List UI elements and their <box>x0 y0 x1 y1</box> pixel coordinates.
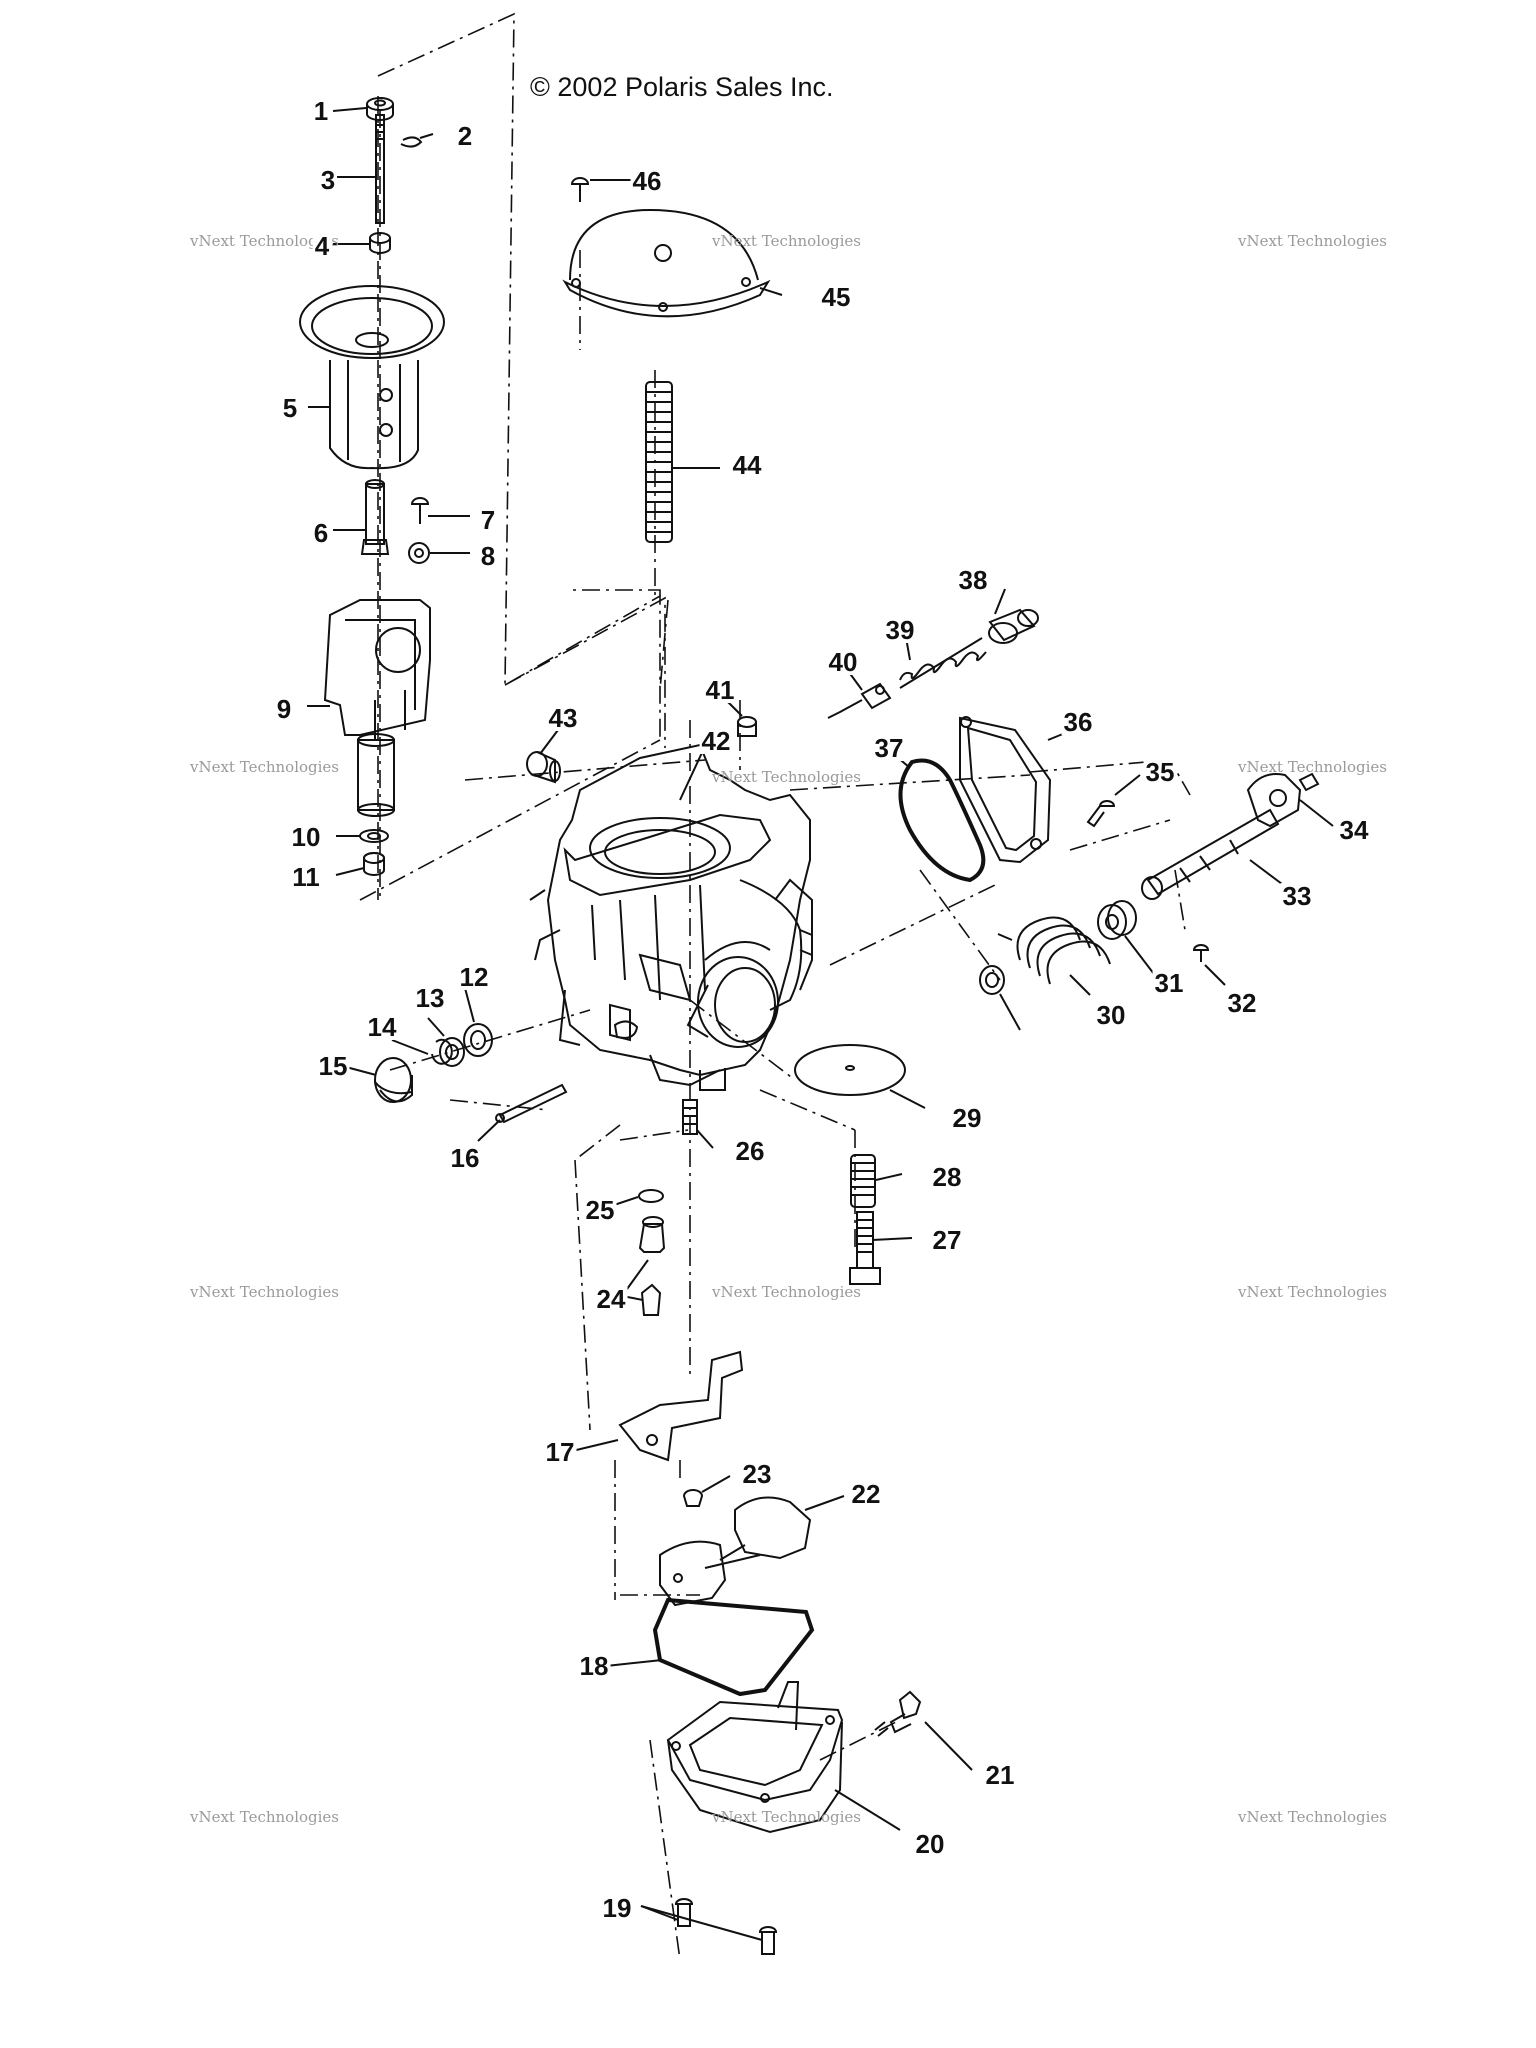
callout-10: 10 <box>289 822 323 852</box>
callout-29: 29 <box>950 1103 984 1133</box>
callout-41: 41 <box>703 675 737 705</box>
callout-38: 38 <box>956 565 990 595</box>
part-40-plunger <box>827 682 892 719</box>
callout-24: 24 <box>594 1284 628 1314</box>
part-26-jet <box>682 1099 698 1135</box>
callout-4: 4 <box>312 231 332 261</box>
part-11-nut <box>363 852 385 876</box>
part-5-diaphragm-piston <box>299 285 445 470</box>
part-25-o-ring <box>638 1189 664 1203</box>
part-39-spring <box>899 637 987 689</box>
callout-13: 13 <box>413 983 447 1013</box>
callout-9: 9 <box>274 694 294 724</box>
part-31-bushing <box>1097 900 1137 940</box>
callout-36: 36 <box>1061 707 1095 737</box>
part-32-screw <box>1192 944 1210 962</box>
part-16-pin <box>495 1083 568 1124</box>
part-3-needle <box>375 114 385 224</box>
callout-35: 35 <box>1143 757 1177 787</box>
callout-25: 25 <box>583 1195 617 1225</box>
part-6-jet-needle-holder <box>360 479 390 555</box>
part-23-screw <box>682 1489 704 1507</box>
part-41-jet <box>737 716 757 737</box>
part-10-washer <box>359 829 389 843</box>
callout-2: 2 <box>455 121 475 151</box>
part-2-clip <box>400 136 423 148</box>
callout-31: 31 <box>1152 968 1186 998</box>
copyright-notice: © 2002 Polaris Sales Inc. <box>530 72 834 102</box>
callout-28: 28 <box>930 1162 964 1192</box>
alignment-lines <box>359 12 1191 1961</box>
callout-12-left: 12 <box>457 962 491 992</box>
callout-11: 11 <box>290 862 322 892</box>
part-28-spring <box>850 1154 876 1208</box>
part-29-diaphragm <box>794 1044 906 1096</box>
callout-34: 34 <box>1337 815 1371 845</box>
callout-14: 14 <box>365 1012 399 1042</box>
part-44-spring <box>645 381 673 543</box>
callout-26: 26 <box>733 1136 767 1166</box>
callout-16: 16 <box>448 1143 482 1173</box>
part-14-clip <box>431 1038 453 1065</box>
callout-21: 21 <box>983 1760 1017 1790</box>
callout-46: 46 <box>630 166 664 196</box>
part-36-cover <box>959 716 1052 864</box>
part-1-cap <box>366 97 394 121</box>
part-22-float <box>659 1496 812 1607</box>
part-45-top-cover <box>562 208 771 318</box>
callout-7: 7 <box>478 505 498 535</box>
part-43-fitting <box>526 751 561 784</box>
part-21-drain-screw <box>874 1690 922 1737</box>
part-9-slide-housing <box>323 599 431 817</box>
part-30-spring <box>997 916 1111 985</box>
part-24-needle-valve <box>638 1216 666 1316</box>
part-33-throttle-shaft <box>1141 808 1280 900</box>
part-7-screw <box>410 497 430 524</box>
part-46-screw <box>570 177 590 202</box>
part-34-throttle-lever <box>1246 772 1320 828</box>
part-4-spacer <box>369 232 391 254</box>
callout-6: 6 <box>311 518 331 548</box>
part-13-washer <box>439 1037 465 1067</box>
callout-27: 27 <box>930 1225 964 1255</box>
callout-45: 45 <box>819 282 853 312</box>
callout-15: 15 <box>316 1051 350 1081</box>
callout-40: 40 <box>826 647 860 677</box>
part-20-float-bowl <box>666 1681 844 1834</box>
callout-33: 33 <box>1280 881 1314 911</box>
part-12-seal-left <box>463 1023 493 1057</box>
part-17-bracket <box>618 1350 744 1462</box>
callout-23: 23 <box>740 1459 774 1489</box>
part-38-plug <box>988 608 1039 644</box>
callout-17: 17 <box>543 1437 577 1467</box>
callout-3: 3 <box>318 165 338 195</box>
carburetor-body <box>529 743 813 1091</box>
part-12-seal-right <box>979 965 1005 995</box>
callout-32: 32 <box>1225 988 1259 1018</box>
leader-lines <box>307 107 1334 1941</box>
callout-42: 42 <box>699 726 733 756</box>
part-19-screws <box>674 1898 778 1955</box>
callout-1: 1 <box>311 96 331 126</box>
callout-43: 43 <box>546 703 580 733</box>
part-15-cap <box>374 1057 413 1103</box>
callout-44: 44 <box>730 450 764 480</box>
part-8-lockwasher <box>408 542 430 564</box>
callout-37: 37 <box>872 733 906 763</box>
callout-8: 8 <box>478 541 498 571</box>
callout-18: 18 <box>577 1651 611 1681</box>
callout-5: 5 <box>280 393 300 423</box>
callout-19: 19 <box>600 1893 634 1923</box>
part-18-gasket <box>652 1597 815 1697</box>
part-35-screw <box>1086 800 1116 828</box>
callout-20: 20 <box>913 1829 947 1859</box>
callout-39: 39 <box>883 615 917 645</box>
callout-22: 22 <box>849 1479 883 1509</box>
part-37-gasket <box>898 758 986 883</box>
callout-30: 30 <box>1094 1000 1128 1030</box>
